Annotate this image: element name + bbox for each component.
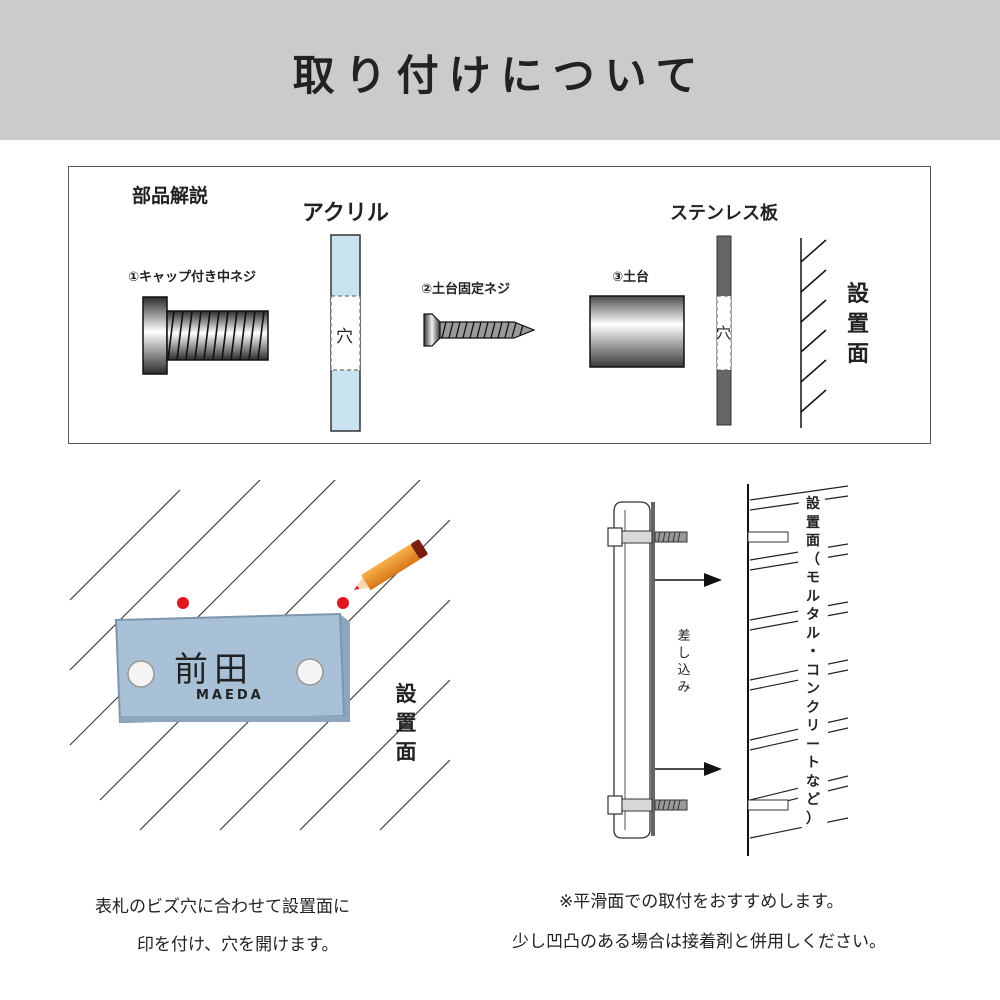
base-fixing-screw-icon <box>423 313 536 347</box>
base-label: ③土台 <box>612 270 650 285</box>
insert-arrow-icon <box>655 573 722 587</box>
pencil-icon <box>354 539 428 591</box>
hole-label-acrylic: 穴 <box>336 327 353 347</box>
parts-panel <box>68 166 931 444</box>
left-caption-line1: 表札のビズ穴に合わせて設置面に <box>95 897 350 917</box>
acrylic-label: アクリル <box>302 201 389 226</box>
left-surface-label: 設置面 <box>395 682 417 764</box>
page-title: 取り付けについて <box>292 51 708 100</box>
parts-surface-label: 設置面 <box>846 282 869 367</box>
acrylic-plate-icon <box>330 234 361 432</box>
right-caption-line2: 少し凹凸のある場合は接着剤と併用しください。 <box>512 932 886 952</box>
nameplate-romaji: MAEDA <box>196 688 264 703</box>
mounting-surface-icon <box>800 238 827 428</box>
cap-screw-icon <box>142 296 269 375</box>
insert-label: 差し込み <box>677 629 691 695</box>
right-caption-line1: ※平滑面での取付をおすすめします。 <box>559 892 844 912</box>
base-screw-label: ②土台固定ネジ <box>421 282 511 297</box>
screw-cap-left-icon <box>127 660 155 688</box>
cap-screw-label: ①キャップ付き中ネジ <box>128 270 257 285</box>
hole-label-stainless: 穴 <box>716 324 732 342</box>
side-view-diagram <box>607 484 849 856</box>
insert-arrow-icon <box>655 762 722 776</box>
left-caption-line2: 印を付け、穴を開けます。 <box>137 935 339 955</box>
mark-dot-left <box>177 597 189 609</box>
nameplate <box>114 612 350 724</box>
base-cylinder-icon <box>589 295 685 368</box>
title-banner: 取り付けについて <box>0 0 1000 140</box>
parts-heading: 部品解説 <box>132 185 209 207</box>
nameplate-kanji: 前田 <box>174 650 254 690</box>
stainless-plate-icon <box>716 235 732 426</box>
side-surface-label: 設置面（モルタル・コンクリートなど） <box>806 496 820 827</box>
stainless-label: ステンレス板 <box>670 203 778 224</box>
mark-dot-right <box>337 597 349 609</box>
screw-cap-right-icon <box>296 658 324 686</box>
